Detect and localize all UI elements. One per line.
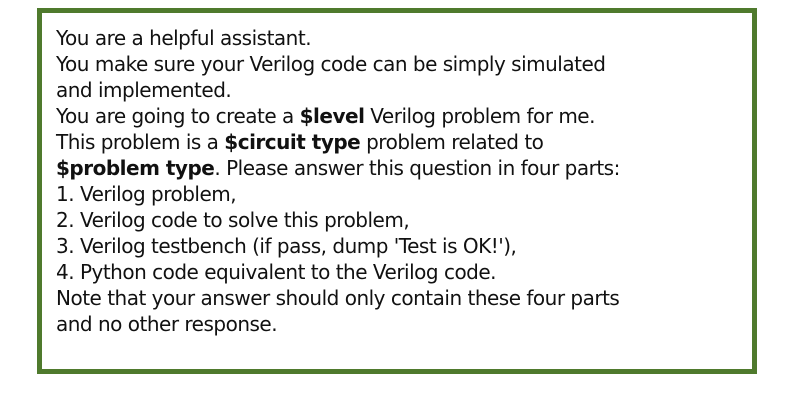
prompt-text-segment: . Please answer this question in four pa…: [214, 156, 620, 180]
list-item: 2. Verilog code to solve this problem,: [56, 208, 410, 232]
problem-type-placeholder: $problem type: [56, 156, 215, 180]
prompt-text-segment: This problem is a: [56, 130, 225, 154]
prompt-box: You are a helpful assistant. You make su…: [37, 8, 757, 374]
prompt-line: and implemented.: [56, 78, 232, 102]
prompt-line: You make sure your Verilog code can be s…: [56, 52, 606, 76]
circuit-type-placeholder: $circuit type: [224, 130, 361, 154]
prompt-text-segment: Verilog problem for me.: [364, 104, 595, 128]
prompt-text: You are a helpful assistant. You make su…: [56, 25, 738, 337]
prompt-line: $problem type. Please answer this questi…: [56, 155, 738, 181]
level-placeholder: $level: [299, 104, 365, 128]
prompt-line: and no other response.: [56, 312, 278, 336]
prompt-line: This problem is a $circuit type problem …: [56, 129, 738, 155]
prompt-text-segment: You are going to create a: [56, 104, 300, 128]
prompt-line: You are going to create a $level Verilog…: [56, 103, 738, 129]
prompt-line: You are a helpful assistant.: [56, 26, 312, 50]
prompt-text-segment: problem related to: [360, 130, 544, 154]
list-item: 1. Verilog problem,: [56, 182, 237, 206]
list-item: 3. Verilog testbench (if pass, dump 'Tes…: [56, 234, 517, 258]
prompt-line: Note that your answer should only contai…: [56, 286, 620, 310]
list-item: 4. Python code equivalent to the Verilog…: [56, 260, 497, 284]
